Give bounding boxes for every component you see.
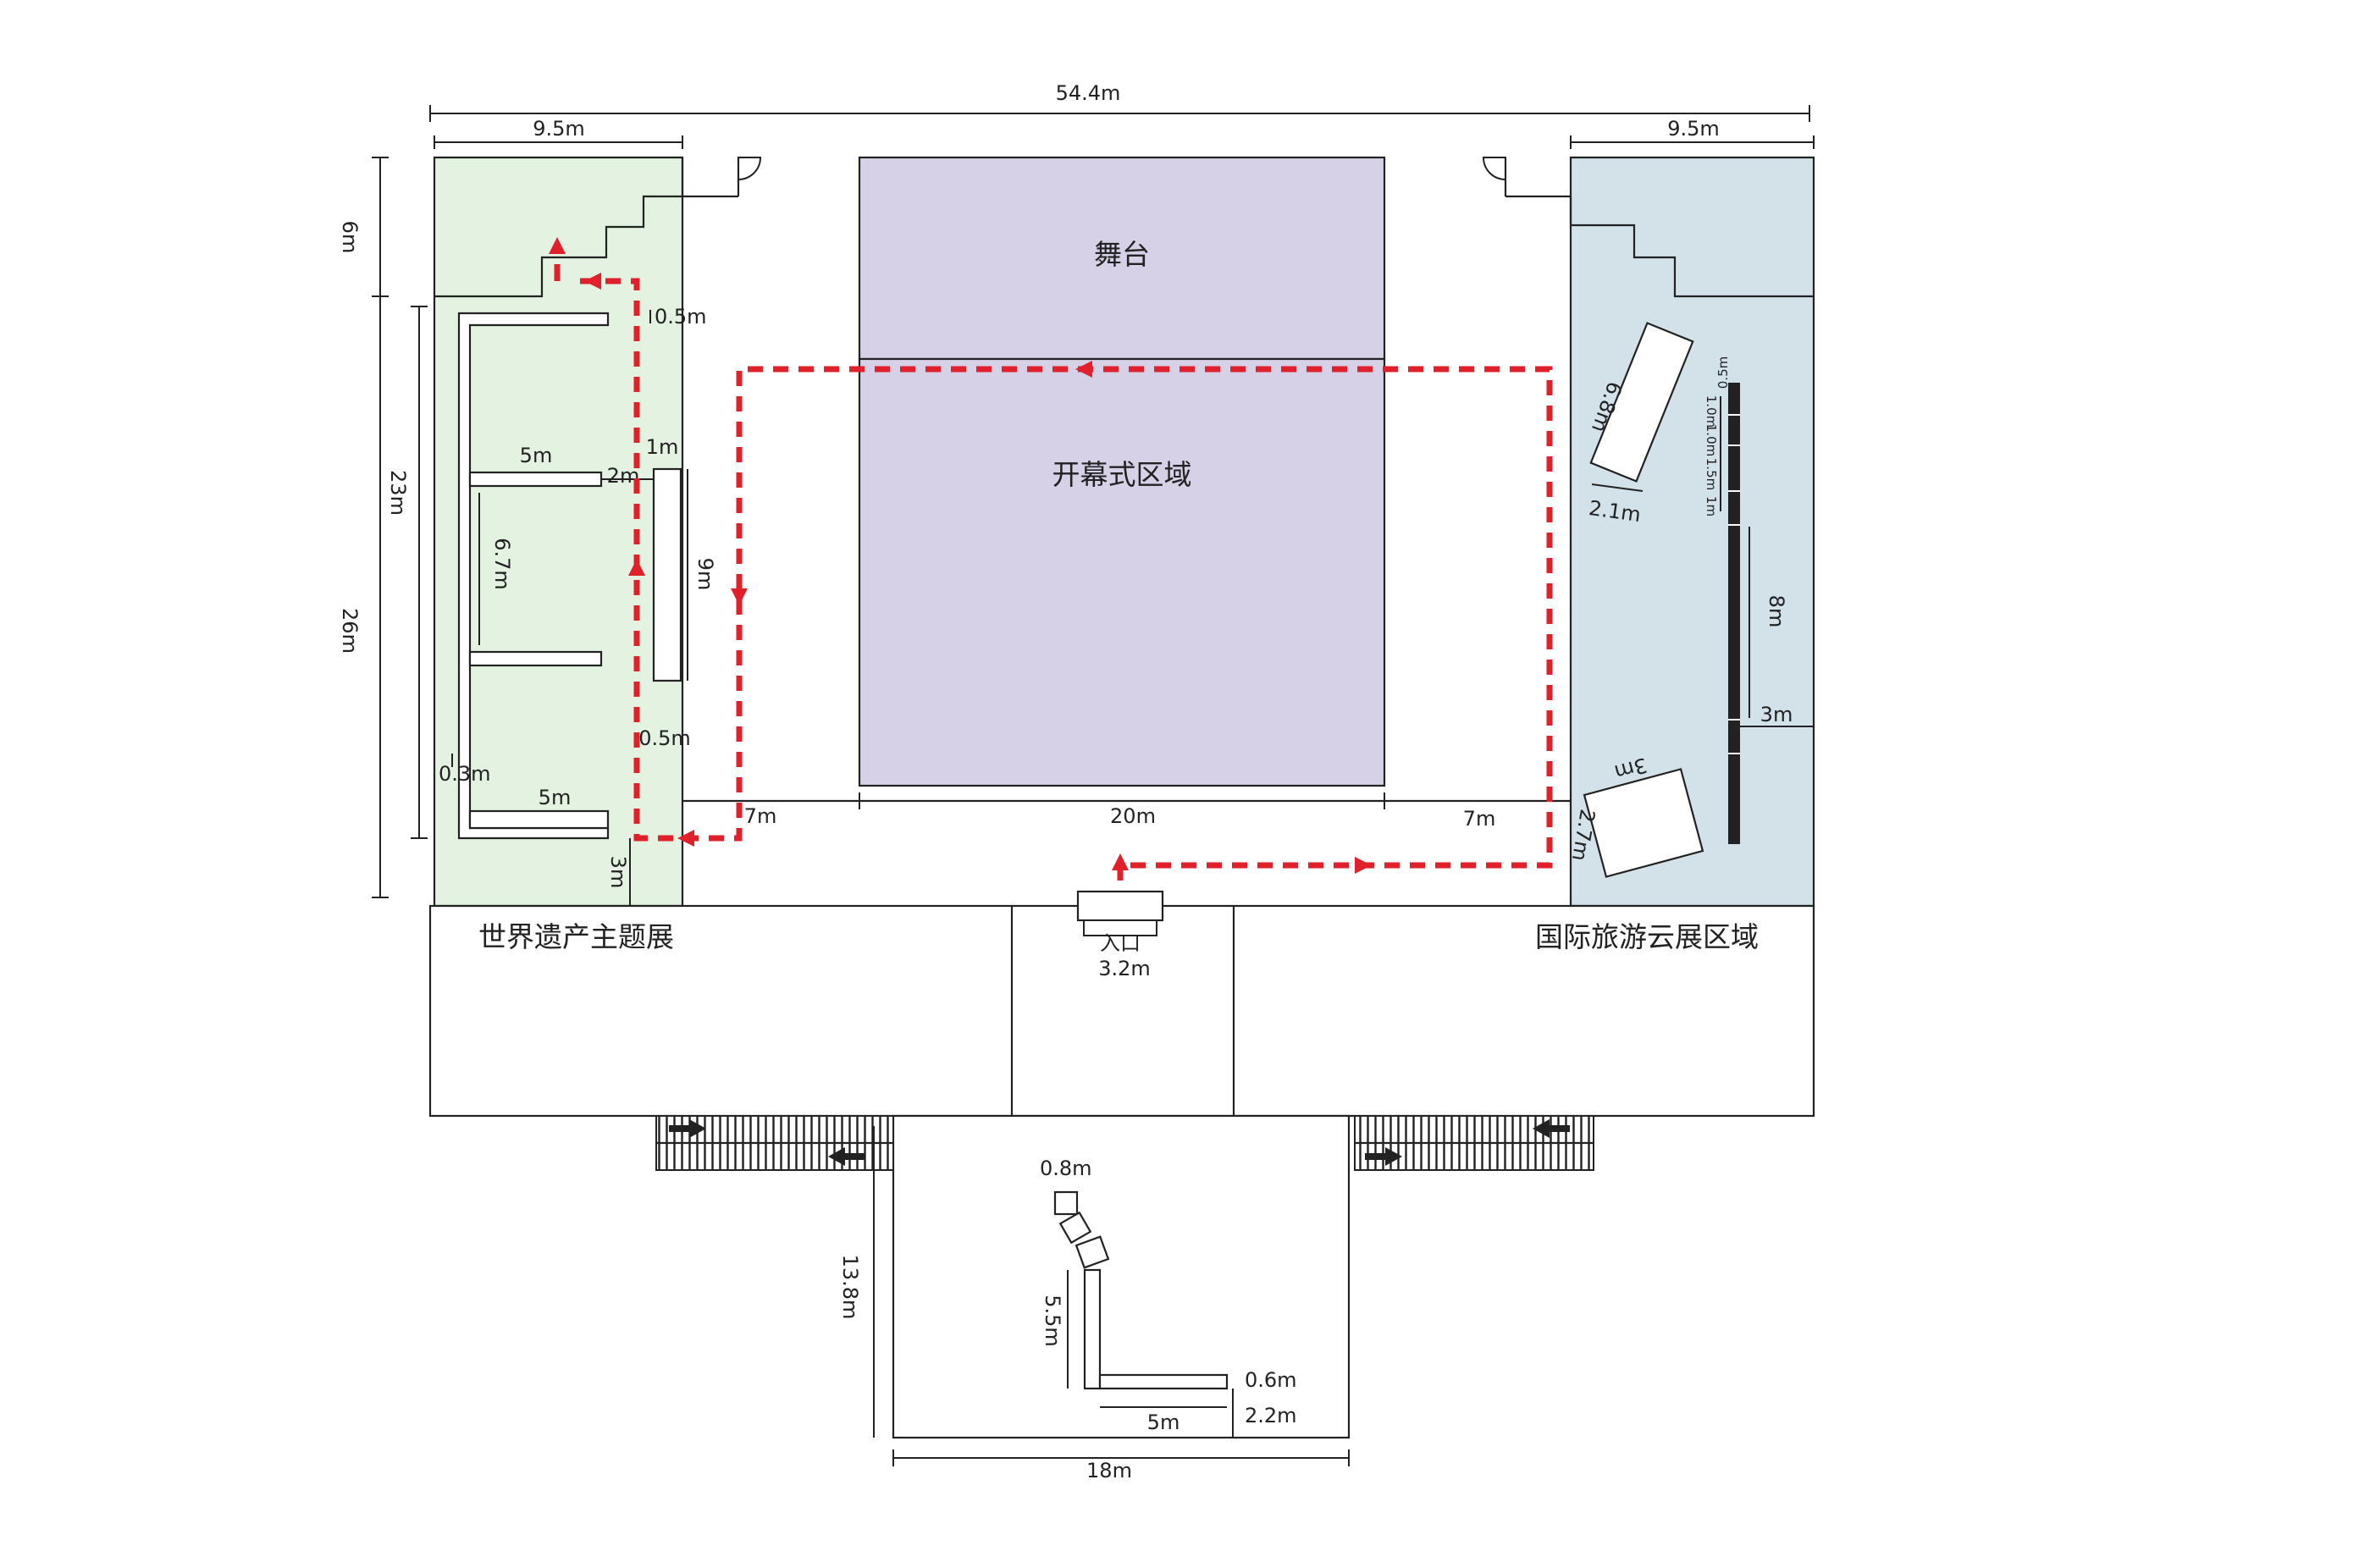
heritage-shelf-upper: [468, 471, 603, 488]
door-icon: [1482, 157, 1571, 198]
door-icon: [682, 157, 762, 198]
dim-lower-5-5m: 5.5m: [1041, 1295, 1064, 1347]
dim-lower-width: 18m: [1086, 1459, 1132, 1482]
entrance-marker: [1076, 890, 1164, 936]
lower-square-1: [1053, 1190, 1079, 1216]
stage-area: [858, 156, 1386, 361]
lower-wall-horizontal: [1098, 1373, 1229, 1390]
stair-arrow-icon: [828, 1147, 865, 1166]
dim-left-mid: 23m: [386, 470, 410, 516]
dim-gap-0-3m: 0.3m: [439, 762, 491, 786]
heritage-shelf-middle: [468, 650, 603, 667]
opening-area-label: 开幕式区域: [1052, 458, 1192, 491]
dim-lower-5m: 5m: [1147, 1411, 1180, 1434]
dim-span-right: 7m: [1463, 807, 1496, 831]
dim-right-width: 9.5m: [1667, 117, 1720, 141]
lower-wall-vertical: [1083, 1268, 1102, 1390]
dim-bottom-3m: 3m: [606, 856, 630, 889]
dim-gap-1m: 1m: [646, 435, 679, 459]
dim-lower-0-6m: 0.6m: [1245, 1368, 1297, 1392]
tourism-booth-square: [1583, 768, 1704, 878]
opening-ceremony-area: [858, 357, 1386, 787]
dim-lower-height: 13.8m: [838, 1255, 862, 1320]
stair-arrow-icon: [1365, 1147, 1402, 1166]
lower-square-3: [1075, 1235, 1110, 1269]
dim-strip-1-0m-b: 1.0m: [1704, 424, 1719, 456]
dim-lower-0-8m: 0.8m: [1040, 1157, 1092, 1180]
heritage-shelf-lower: [468, 809, 610, 830]
stair-arrow-icon: [1533, 1119, 1570, 1138]
dim-strip-1-0m-a: 1.0m: [1704, 395, 1719, 428]
tourism-zone-notch: [1569, 196, 1814, 298]
dim-strip-1m: 1m: [1704, 496, 1719, 516]
heritage-panel: [652, 467, 682, 682]
stage-label: 舞台: [1094, 238, 1150, 271]
dim-entrance-width: 3.2m: [1098, 957, 1151, 980]
dim-shelf-top: 5m: [520, 444, 553, 467]
entrance-label: 入口: [1100, 931, 1141, 955]
dim-strip-0-5m: 0.5m: [1715, 356, 1731, 389]
dim-panel-9m: 9m: [693, 558, 717, 591]
dim-left-width: 9.5m: [533, 117, 585, 141]
dim-right-3m: 3m: [1760, 703, 1793, 726]
lower-square-2: [1058, 1211, 1092, 1245]
dim-right-8m: 8m: [1765, 595, 1788, 628]
dim-lower-2-2m: 2.2m: [1245, 1404, 1297, 1427]
dim-total-width: 54.4m: [1056, 81, 1121, 105]
dim-span-left: 7m: [744, 804, 777, 828]
stair-arrow-icon: [669, 1119, 706, 1138]
span-ticks: [682, 792, 1572, 809]
heritage-zone-notch: [434, 157, 684, 298]
route-arrow-icon: [549, 237, 1372, 874]
dim-left-top: 6m: [338, 221, 362, 254]
tourism-booth-angled: [1589, 322, 1694, 483]
dim-span-stage: 20m: [1110, 804, 1156, 828]
dim-gap-0-5m: 0.5m: [638, 726, 691, 750]
tourism-display-strip: [1728, 383, 1740, 844]
dim-strip-1-5m: 1.5m: [1704, 458, 1719, 490]
tourism-zone-label: 国际旅游云展区域: [1535, 920, 1759, 953]
dim-left-total: 26m: [338, 608, 362, 654]
dim-shelf-bottom: 5m: [539, 786, 572, 809]
visitor-route: [576, 278, 1553, 881]
dim-wall-6-7m: 6.7m: [490, 538, 514, 590]
dim-gap-top: 0.5m: [655, 305, 707, 329]
heritage-zone-label: 世界遗产主题展: [478, 920, 674, 953]
